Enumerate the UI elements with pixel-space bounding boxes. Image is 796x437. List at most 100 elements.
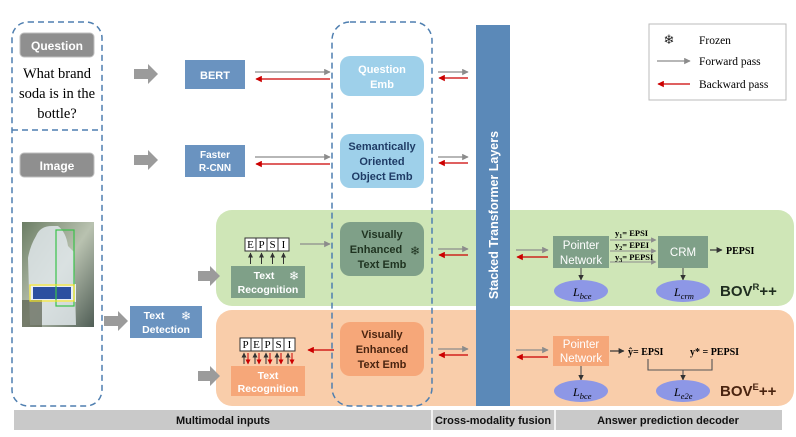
ocr-bottom-letter-4: I — [288, 339, 292, 351]
loss-e2e — [656, 380, 710, 402]
pointer-network-bottom-line-2: Network — [560, 353, 602, 365]
pointer-network-bottom — [553, 336, 609, 366]
ocr-bottom-letter-1: E — [253, 339, 260, 351]
pred-target-connector — [647, 359, 713, 371]
crm-label: CRM — [670, 247, 696, 259]
candidate-3: y3= PEPSI — [615, 252, 654, 264]
text-recognition-bottom-line-1: Text — [258, 370, 279, 382]
text-recognition-bottom-line-2: Recognition — [238, 383, 299, 395]
legend-backward: Backward pass — [699, 79, 769, 91]
loss-bce-bottom — [554, 380, 608, 402]
visual-text-emb-top — [340, 222, 424, 276]
ocr-top-letter-3: I — [282, 239, 286, 251]
visual-text-emb-bottom-line-2: Enhanced — [356, 344, 409, 356]
text-detection-frozen-icon: ❄ — [181, 309, 191, 323]
detection-arrow-down — [198, 366, 220, 386]
transformer-decoder-arrows — [516, 246, 549, 361]
embedding-group — [331, 21, 433, 407]
legend-frozen: Frozen — [699, 35, 731, 47]
image-tag — [19, 152, 95, 178]
object-emb-line-1: Semantically — [348, 141, 416, 153]
bert-module — [185, 60, 245, 89]
question-tag — [19, 32, 95, 58]
loss-e2e-label: Le2e — [673, 385, 693, 401]
visual-text-emb-frozen-icon: ❄ — [410, 244, 420, 258]
footer-multimodal — [14, 410, 432, 430]
text-detection-line-2: Detection — [142, 324, 190, 336]
ocr-bottom-letter-0: P — [242, 339, 248, 351]
transformer-label: Stacked Transformer Layers — [487, 131, 501, 299]
pointer-network-bottom-line-1: Pointer — [563, 339, 600, 351]
question-line-3: bottle? — [37, 106, 76, 122]
ocr-bottom-letter-2: P — [264, 339, 270, 351]
legend-box — [648, 23, 787, 101]
stacked-transformer — [476, 25, 510, 406]
loss-bce-top — [554, 280, 608, 302]
object-emb-line-3: Object Emb — [351, 171, 412, 183]
ocr-top-letter-2: S — [269, 239, 275, 251]
object-emb — [340, 134, 424, 188]
crm-module — [658, 236, 708, 268]
final-answer: PEPSI — [726, 246, 754, 257]
legend-forward: Forward pass — [699, 56, 761, 68]
pointer-network-top — [553, 236, 609, 268]
object-emb-line-2: Oriented — [359, 156, 404, 168]
visual-text-emb-top-line-1: Visually — [361, 229, 403, 241]
ocr-arrows — [241, 252, 295, 365]
faster-rcnn-line-2: R-CNN — [199, 163, 231, 174]
visual-text-emb-top-line-3: Text Emb — [358, 259, 407, 271]
candidate-arrows — [610, 237, 657, 265]
ocr-bottom-box-4 — [283, 337, 296, 352]
text-recognition-top-line-1: Text — [254, 270, 275, 282]
visual-text-emb-top-line-2: Enhanced — [350, 244, 403, 256]
text-detection-module — [130, 306, 202, 338]
footer-decoder — [555, 410, 782, 430]
ocr-bottom-letter-3: S — [275, 339, 281, 351]
detection-arrow-up — [198, 266, 220, 286]
candidate-2: y2= EPEI — [615, 240, 650, 252]
question-line-1: What brand — [23, 66, 92, 82]
footer-fusion — [432, 410, 555, 430]
bottle-photo — [22, 222, 94, 327]
candidate-1: y1= EPSI — [615, 228, 649, 240]
bov-e-label: BOVE++ — [720, 382, 777, 400]
input-arrow-question — [134, 64, 158, 84]
text-recognition-top-line-2: Recognition — [238, 284, 299, 296]
footer-decoder-label: Answer prediction decoder — [597, 415, 740, 427]
loss-crm-label: Lcrm — [673, 285, 694, 301]
faster-rcnn-module — [185, 145, 245, 177]
ocr-top-box-3 — [277, 237, 290, 252]
snowflake-icon: ❄ — [664, 32, 675, 47]
text-detection-line-1: Text — [144, 310, 165, 322]
text-recognition-top — [231, 266, 305, 298]
target-answer: y* = PEPSI — [690, 347, 739, 358]
loss-crm — [656, 280, 710, 302]
ocr-top-letter-1: P — [258, 239, 264, 251]
question-emb-line-1: Question — [358, 64, 406, 76]
visual-text-emb-bottom-line-3: Text Emb — [358, 359, 407, 371]
emb-transformer-arrows — [438, 68, 469, 359]
loss-bce-bottom-label: Lbce — [572, 385, 592, 401]
pointer-network-top-line-2: Network — [560, 255, 602, 267]
text-recognition-frozen-icon: ❄ — [289, 269, 299, 283]
bov-r-label: BOVR++ — [720, 282, 777, 300]
text-recognition-bottom — [231, 366, 305, 396]
bert-label: BERT — [200, 70, 230, 82]
footer-fusion-label: Cross-modality fusion — [435, 415, 551, 427]
question-line-2: soda is in the — [19, 86, 95, 102]
input-arrow-detection — [104, 311, 128, 331]
question-tag-label: Question — [31, 39, 83, 53]
image-tag-label: Image — [40, 159, 75, 173]
faster-rcnn-line-1: Faster — [200, 150, 230, 161]
visual-text-emb-bottom-line-1: Visually — [361, 329, 403, 341]
ocr-top-letter-0: E — [247, 239, 254, 251]
input-arrow-image — [134, 150, 158, 170]
question-emb-line-2: Emb — [370, 79, 394, 91]
question-emb — [340, 56, 424, 96]
pointer-network-top-line-1: Pointer — [563, 240, 600, 252]
loss-bce-top-label: Lbce — [572, 285, 592, 301]
footer-multimodal-label: Multimodal inputs — [176, 415, 270, 427]
